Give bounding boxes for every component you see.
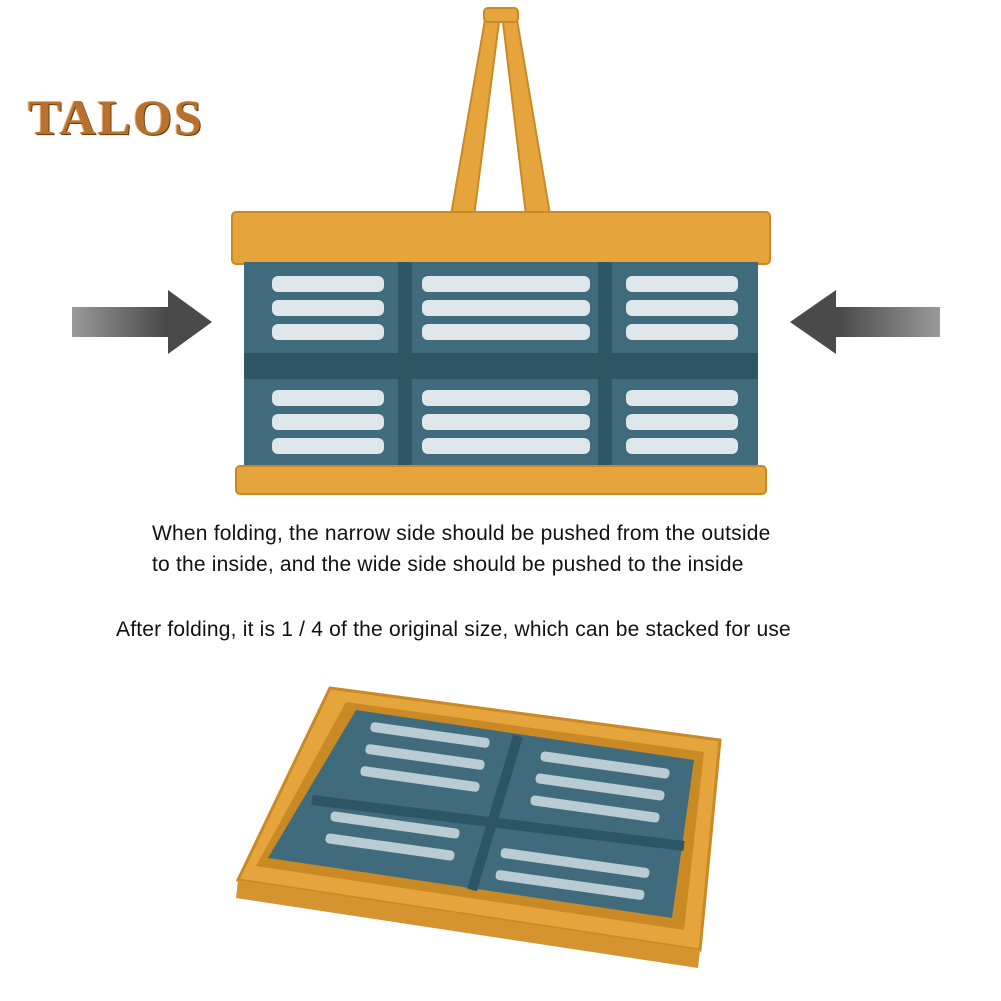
folding-instruction: When folding, the narrow side should be … (152, 518, 912, 580)
basket-hinge (244, 353, 758, 379)
basket-slots (272, 276, 738, 454)
basket-bottom-rim (235, 465, 767, 495)
instruction-line-2: to the inside, and the wide side should … (152, 553, 744, 576)
arrow-left-icon (790, 290, 940, 354)
open-basket (231, 7, 771, 495)
size-note: After folding, it is 1 / 4 of the origin… (116, 618, 791, 641)
basket-handle (446, 7, 555, 233)
basket-top-rim (231, 211, 771, 265)
brand-logo-text: TALOS (28, 89, 204, 145)
folded-basket (235, 686, 722, 968)
instruction-line-1: When folding, the narrow side should be … (152, 522, 771, 545)
arrow-right-icon (72, 290, 212, 354)
